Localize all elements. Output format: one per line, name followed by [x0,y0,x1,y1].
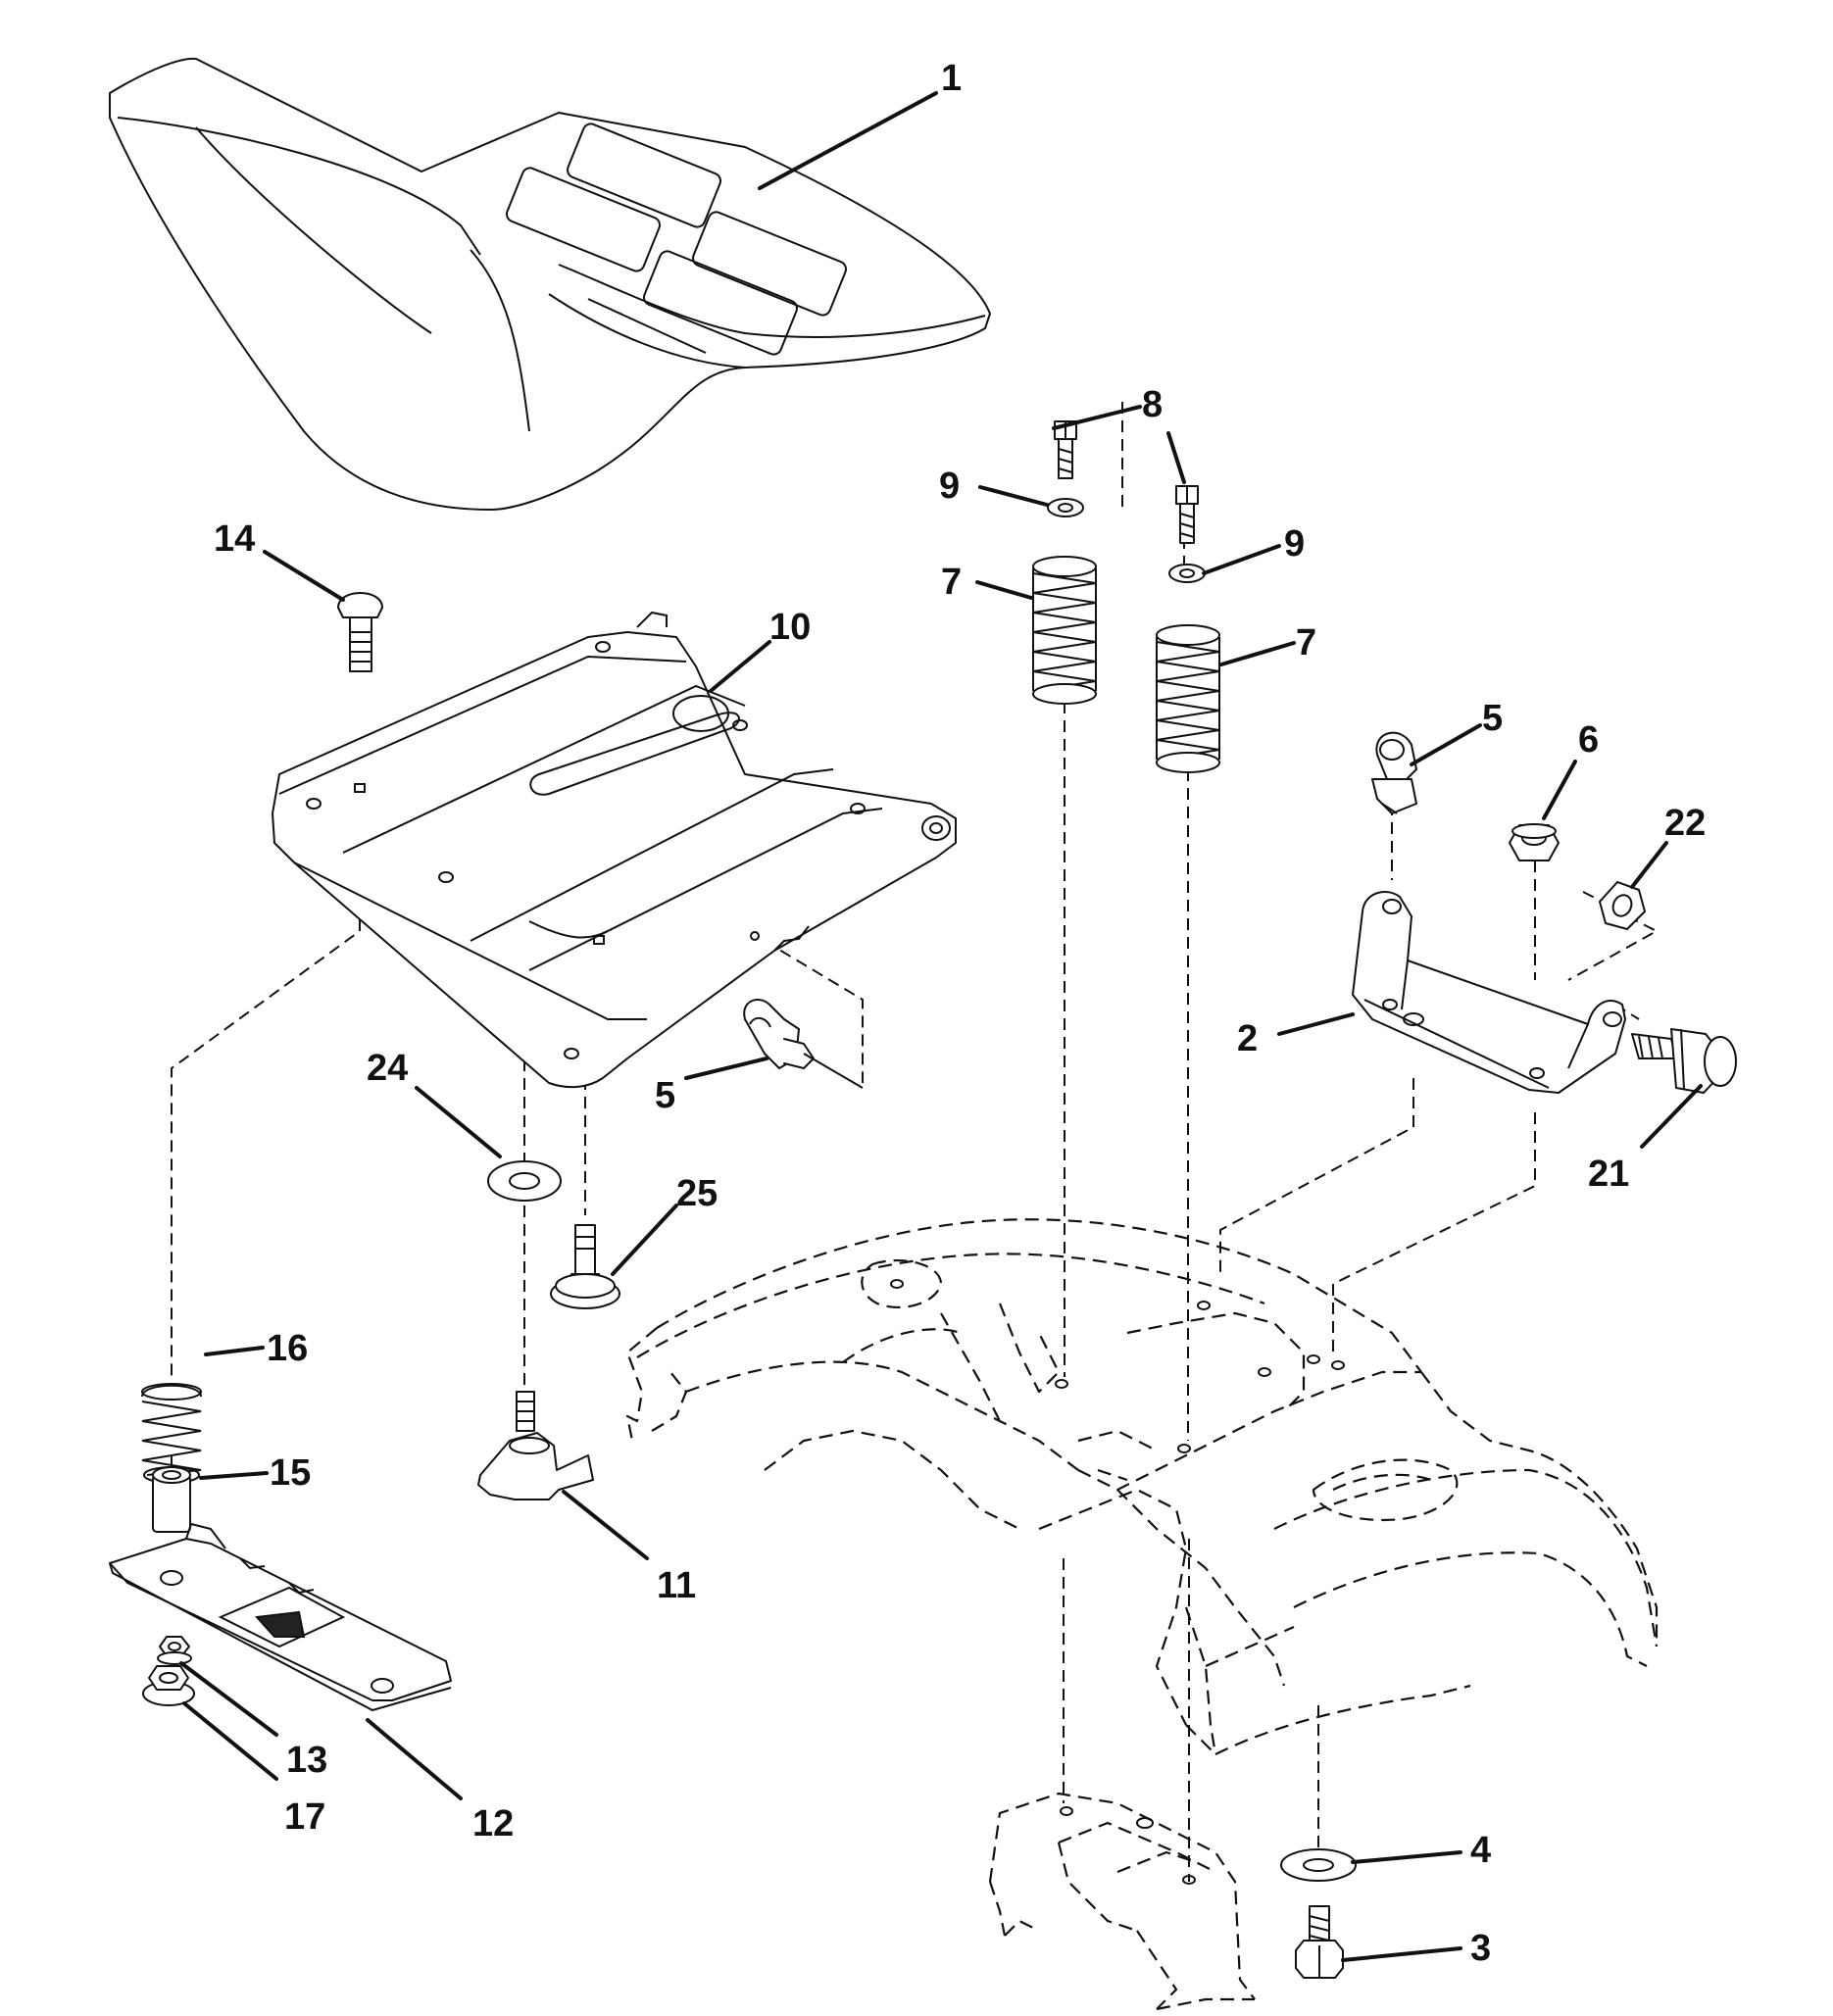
callout-8: 8 [1142,384,1163,425]
spacer [152,1466,191,1533]
seat [109,57,991,511]
hex-bolt-bottom [1295,1905,1344,1979]
callout-4: 4 [1470,1830,1491,1871]
callout-13: 13 [286,1740,327,1781]
callout-14: 14 [214,518,255,560]
seat-bracket [1352,891,1626,1094]
callout-2: 2 [1237,1018,1258,1059]
washer-bottom [1280,1848,1357,1882]
seat-spring-left [1032,556,1097,705]
callout-5-left: 5 [655,1075,675,1116]
callout-11: 11 [657,1565,696,1606]
callout-24: 24 [367,1048,408,1089]
callout-12: 12 [472,1803,514,1844]
callout-6: 6 [1578,719,1599,761]
callout-1: 1 [941,58,962,99]
lock-nut [1509,823,1560,861]
seat-spring-right [1156,624,1220,773]
hex-bolt-upper [1054,420,1077,479]
washer-upper [1047,498,1084,517]
callout-3: 3 [1470,1928,1491,1969]
seat-pan [272,611,957,1089]
callout-7-left: 7 [941,562,962,603]
seat-slide-plate [109,1522,452,1712]
flange-nut [142,1665,195,1706]
wire-clip-left [743,999,864,1089]
callout-9-right: 9 [1284,523,1305,565]
shoulder-bolt [550,1224,620,1309]
wire-clip-right [1371,731,1417,814]
seat-adjust-knob [477,1391,594,1500]
callout-9-left: 9 [939,466,960,507]
callout-5-right: 5 [1482,698,1503,739]
hex-nut-small [157,1636,192,1665]
callout-22: 22 [1664,803,1706,844]
callout-15: 15 [270,1452,311,1494]
callout-16: 16 [267,1328,308,1369]
callout-numbers: 1 14 10 8 9 9 7 7 5 6 22 2 21 5 24 25 16… [214,58,1706,1969]
callout-25: 25 [676,1173,718,1214]
callout-17: 17 [284,1796,325,1838]
washer [487,1160,562,1202]
hex-nut [1599,881,1646,930]
shoulder-bolt-bracket [1631,1028,1737,1094]
callout-7-right: 7 [1296,622,1316,664]
washer-lower [1168,564,1206,583]
carriage-bolt [337,592,383,672]
tractor-fender-frame [625,1218,1659,2011]
assembly-alignment-lines [171,402,1660,1882]
callout-10: 10 [769,607,811,648]
hex-bolt-lower [1175,485,1199,544]
leader-lines [179,91,1703,1962]
callout-21: 21 [1588,1154,1629,1195]
